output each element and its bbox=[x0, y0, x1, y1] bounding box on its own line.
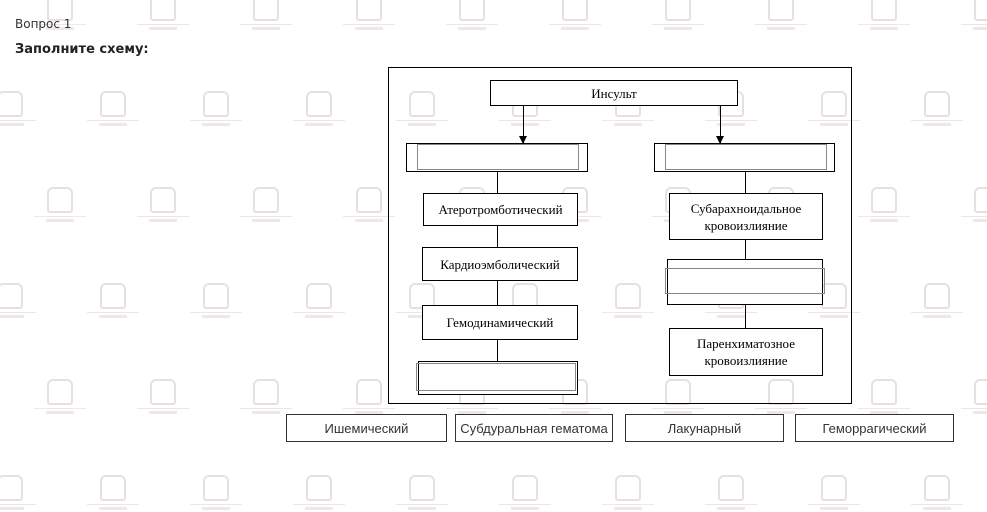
watermark-logo-icon bbox=[133, 0, 193, 32]
watermark-logo-icon bbox=[0, 475, 40, 512]
watermark-logo-icon bbox=[83, 283, 143, 320]
watermark-logo-icon bbox=[545, 0, 605, 32]
watermark-logo-icon bbox=[957, 379, 987, 416]
watermark-logo-icon bbox=[957, 0, 987, 32]
watermark-logo-icon bbox=[648, 0, 708, 32]
drop-zone-left-subtype[interactable] bbox=[416, 361, 578, 395]
watermark-logo-icon bbox=[495, 475, 555, 512]
watermark-logo-icon bbox=[598, 475, 658, 512]
watermark-logo-icon bbox=[133, 187, 193, 224]
diagram-frame bbox=[388, 67, 852, 404]
watermark-logo-icon bbox=[30, 379, 90, 416]
watermark-logo-icon bbox=[83, 91, 143, 128]
watermark-logo-icon bbox=[854, 187, 914, 224]
watermark-logo-icon bbox=[804, 475, 864, 512]
root-box: Инсульт bbox=[490, 80, 738, 106]
drop-zone-right-category[interactable] bbox=[654, 143, 835, 172]
watermark-logo-icon bbox=[0, 91, 40, 128]
left-item-3: Гемодинамический bbox=[422, 305, 578, 340]
watermark-logo-icon bbox=[701, 475, 761, 512]
drop-zone-left-category[interactable] bbox=[406, 143, 588, 172]
question-number: Вопрос 1 bbox=[15, 17, 72, 31]
right-item-2: Паренхиматозное кровоизлияние bbox=[669, 328, 823, 376]
arrow-left bbox=[519, 106, 527, 144]
watermark-logo-icon bbox=[83, 475, 143, 512]
right-item-1: Субарахноидальное кровоизлияние bbox=[669, 193, 823, 240]
watermark-logo-icon bbox=[339, 0, 399, 32]
watermark-logo-icon bbox=[907, 91, 967, 128]
watermark-logo-icon bbox=[0, 283, 40, 320]
watermark-logo-icon bbox=[751, 0, 811, 32]
watermark-logo-icon bbox=[30, 187, 90, 224]
arrow-right bbox=[716, 106, 724, 144]
watermark-logo-icon bbox=[289, 475, 349, 512]
watermark-logo-icon bbox=[442, 0, 502, 32]
left-item-2: Кардиоэмболический bbox=[422, 247, 578, 281]
watermark-logo-icon bbox=[236, 379, 296, 416]
watermark-logo-icon bbox=[289, 283, 349, 320]
watermark-logo-icon bbox=[907, 475, 967, 512]
option-ischemic[interactable]: Ишемический bbox=[286, 414, 447, 442]
drop-zone-right-subtype[interactable] bbox=[665, 259, 825, 305]
watermark-logo-icon bbox=[236, 0, 296, 32]
watermark-logo-icon bbox=[133, 379, 193, 416]
option-lacunar[interactable]: Лакунарный bbox=[625, 414, 784, 442]
question-title: Заполните схему: bbox=[15, 42, 149, 57]
watermark-logo-icon bbox=[854, 379, 914, 416]
left-item-1: Атеротромботический bbox=[423, 193, 578, 226]
option-subdural-hematoma[interactable]: Субдуральная гематома bbox=[455, 414, 613, 442]
option-hemorrhagic[interactable]: Геморрагический bbox=[795, 414, 954, 442]
watermark-logo-icon bbox=[289, 91, 349, 128]
watermark-logo-icon bbox=[392, 475, 452, 512]
connector-right bbox=[745, 171, 746, 328]
watermark-logo-icon bbox=[854, 0, 914, 32]
watermark-logo-icon bbox=[186, 91, 246, 128]
watermark-logo-icon bbox=[957, 187, 987, 224]
watermark-logo-icon bbox=[186, 283, 246, 320]
watermark-logo-icon bbox=[186, 475, 246, 512]
watermark-logo-icon bbox=[907, 283, 967, 320]
watermark-logo-icon bbox=[236, 187, 296, 224]
